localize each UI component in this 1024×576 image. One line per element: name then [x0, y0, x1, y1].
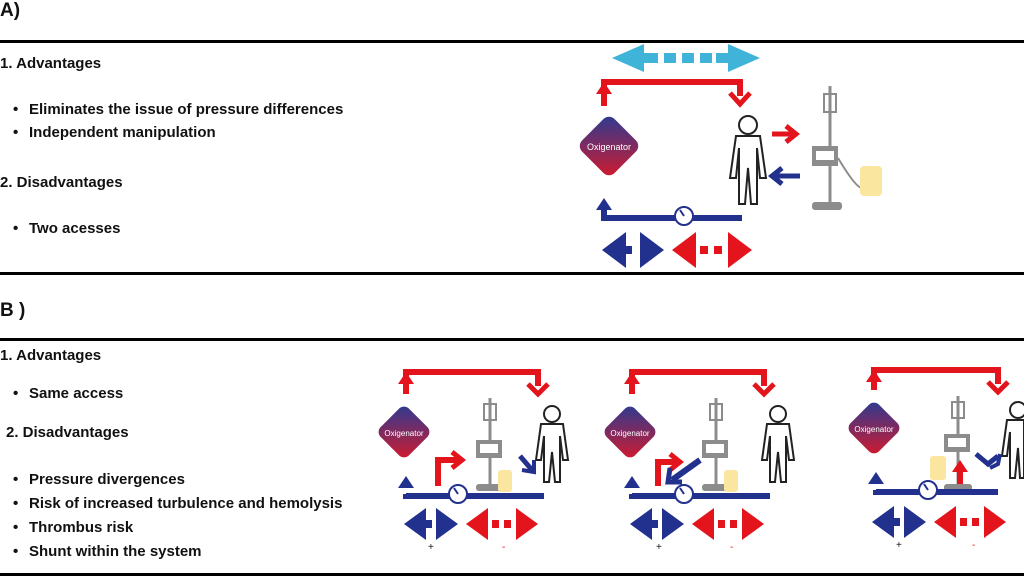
red-flow-arrow-icon	[866, 367, 1010, 396]
minus-sign: -	[972, 540, 975, 551]
oxygenator-icon: Oxigenator	[378, 406, 430, 458]
list-item: Pressure divergences	[13, 471, 342, 488]
red-flow-arrow-icon	[596, 79, 752, 108]
panel-b-bottom-rule	[0, 573, 1024, 576]
oxygenator-label: Oxigenator	[587, 142, 631, 152]
panel-b-advantages-heading: 1. Advantages	[0, 347, 102, 364]
red-flow-arrow-icon	[398, 369, 550, 398]
infusion-pump-icon	[476, 398, 512, 492]
blue-double-arrow-icon	[602, 232, 664, 268]
patient-icon	[1000, 401, 1024, 479]
oxygenator-label: Oxigenator	[610, 429, 649, 438]
list-item: Shunt within the system	[13, 543, 342, 560]
panel-a-label: A)	[0, 0, 21, 21]
infusion-pump-icon	[812, 86, 882, 210]
blue-flow-arrow-icon	[624, 476, 770, 504]
red-small-arrow-icon	[772, 124, 801, 144]
panel-b-advantages-list: Same access	[13, 385, 123, 402]
panel-b-disadvantages-list: Pressure divergences Risk of increased t…	[13, 471, 342, 560]
blue-double-arrow-icon	[404, 508, 458, 540]
panel-a-bottom-rule	[0, 272, 1024, 275]
list-item: Same access	[13, 385, 123, 402]
red-double-arrow-icon	[466, 508, 538, 540]
blue-double-arrow-icon	[872, 506, 926, 538]
blue-flow-arrow-icon	[596, 198, 742, 226]
panel-a-disadvantages-list: Two acesses	[13, 220, 120, 237]
panel-a-disadvantages-heading: 2. Disadvantages	[0, 174, 123, 191]
list-item: Risk of increased turbulence and hemolys…	[13, 495, 342, 512]
blue-shunt-arrow-icon	[665, 457, 702, 485]
patient-icon	[760, 405, 796, 483]
red-double-arrow-icon	[672, 232, 752, 268]
red-shunt-arrow-icon	[435, 450, 467, 486]
panel-b-diagram-2: Oxigenator + -	[604, 369, 796, 553]
blue-return-small-arrow-icon	[974, 452, 1002, 470]
panel-a-advantages-list: Eliminates the issue of pressure differe…	[13, 101, 343, 141]
list-item: Two acesses	[13, 220, 120, 237]
minus-sign: -	[502, 542, 505, 553]
panel-b-label: B )	[0, 300, 26, 321]
red-flow-arrow-icon	[624, 369, 776, 398]
panel-b-diagram-3: Oxigenator + -	[848, 367, 1024, 551]
patient-icon	[728, 115, 768, 205]
blue-double-arrow-icon	[630, 508, 684, 540]
plus-sign: +	[896, 540, 902, 551]
oxygenator-icon: Oxigenator	[848, 402, 900, 454]
oxygenator-label: Oxigenator	[854, 425, 893, 434]
oxygenator-icon: Oxigenator	[604, 406, 656, 458]
list-item: Thrombus risk	[13, 519, 342, 536]
blue-flow-arrow-icon	[868, 472, 998, 500]
blue-return-small-arrow-icon	[518, 454, 536, 475]
patient-icon	[534, 405, 570, 483]
plus-sign: +	[656, 542, 662, 553]
panel-b-top-rule	[0, 338, 1024, 341]
minus-sign: -	[730, 542, 733, 553]
blue-small-arrow-icon	[767, 166, 800, 186]
red-shunt-arrow-icon	[655, 452, 685, 486]
oxygenator-label: Oxigenator	[384, 429, 423, 438]
panel-b-disadvantages-heading: 2. Disadvantages	[6, 424, 129, 441]
red-shunt-arrow-icon	[952, 460, 968, 484]
red-double-arrow-icon	[692, 508, 764, 540]
panel-a-advantages-heading: 1. Advantages	[0, 55, 102, 72]
infusion-pump-icon	[930, 396, 972, 491]
light-blue-double-arrow-icon	[612, 44, 760, 72]
list-item: Independent manipulation	[13, 124, 343, 141]
oxygenator-icon: Oxigenator	[579, 116, 639, 176]
plus-sign: +	[428, 542, 434, 553]
infusion-pump-icon	[702, 398, 738, 492]
panel-b-diagram-1: Oxigenator + -	[378, 369, 570, 553]
list-item: Eliminates the issue of pressure differe…	[13, 101, 343, 118]
panel-a-circuit-diagram: Oxigenator	[579, 44, 882, 268]
red-double-arrow-icon	[934, 506, 1006, 538]
panel-a-top-rule	[0, 40, 1024, 43]
blue-flow-arrow-icon	[398, 476, 544, 504]
